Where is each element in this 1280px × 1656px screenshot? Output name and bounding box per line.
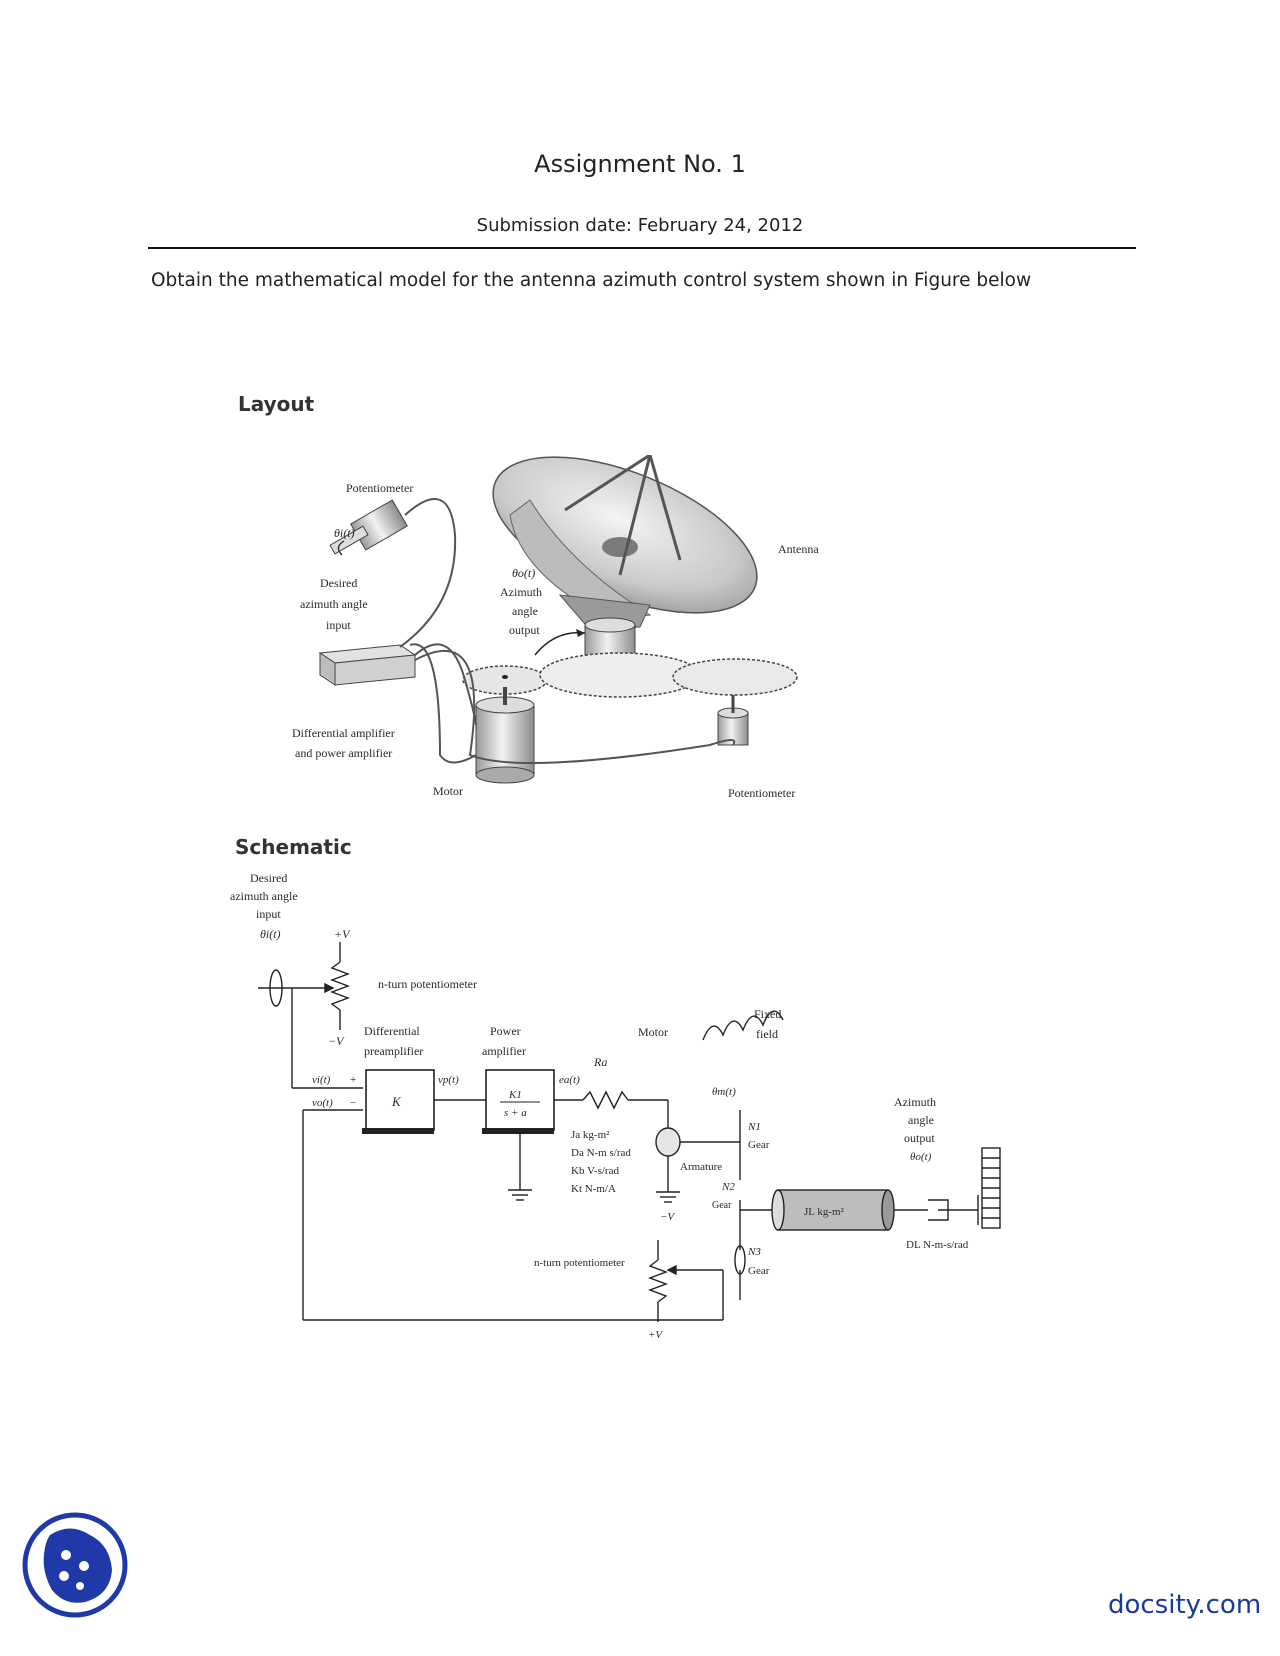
label-azimuth-2: angle — [512, 604, 538, 618]
question-text: Obtain the mathematical model for the an… — [151, 270, 1032, 291]
sch-minus-v-top: −V — [328, 1034, 345, 1048]
sch-npot-bottom: n-turn potentiometer — [534, 1257, 625, 1269]
sch-minus-v-mid: −V — [660, 1211, 675, 1223]
sch-theta-o: θo(t) — [910, 1151, 932, 1163]
sch-poweramp-1: Power — [490, 1024, 521, 1038]
schematic-heading: Schematic — [235, 835, 352, 859]
sch-desired-2: azimuth angle — [230, 889, 298, 903]
label-desired-3: input — [326, 618, 351, 632]
input-potentiometer — [329, 499, 408, 556]
label-desired-2: azimuth angle — [300, 597, 368, 611]
sch-desired-3: input — [256, 907, 281, 921]
sch-vi: vi(t) — [312, 1074, 331, 1086]
sch-n2: N2 — [721, 1181, 735, 1193]
sch-ja: Ja kg-m² — [571, 1129, 610, 1141]
sch-npot-top: n-turn potentiometer — [378, 977, 477, 991]
preamp-shadow — [362, 1128, 434, 1134]
brand-name[interactable]: docsity.com — [1108, 1590, 1262, 1620]
docsity-logo[interactable] — [20, 1510, 130, 1620]
label-theta-o: θo(t) — [512, 566, 535, 580]
sch-theta-m: θm(t) — [712, 1086, 736, 1098]
sch-diffpre-1: Differential — [364, 1024, 420, 1038]
sch-diffpre-2: preamplifier — [364, 1044, 423, 1058]
sch-gear2: Gear — [712, 1200, 732, 1211]
amplifier-box — [318, 644, 417, 686]
sch-gain-k: K — [391, 1094, 402, 1109]
sch-ea: ea(t) — [559, 1074, 580, 1086]
sch-plus-v-top: +V — [334, 927, 351, 941]
sch-az-out-1: Azimuth — [894, 1095, 936, 1109]
label-motor: Motor — [433, 784, 463, 798]
motor-body — [475, 687, 535, 784]
sch-n1: N1 — [747, 1121, 761, 1133]
page-title: Assignment No. 1 — [534, 150, 746, 178]
submission-date: Submission date: February 24, 2012 — [476, 215, 804, 236]
sch-az-out-3: output — [904, 1131, 935, 1145]
header-divider — [148, 247, 1136, 249]
sch-theta-i: θi(t) — [260, 927, 281, 941]
label-potentiometer-bottom: Potentiometer — [728, 786, 795, 800]
schematic-figure: Desired azimuth angle input θi(t) +V −V … — [230, 871, 1001, 1340]
label-antenna: Antenna — [778, 542, 819, 556]
sch-gear3: Gear — [748, 1265, 770, 1277]
sch-minus: − — [350, 1097, 356, 1109]
sch-vo: vo(t) — [312, 1097, 333, 1109]
sch-motor: Motor — [638, 1025, 668, 1039]
layout-figure: Potentiometer θi(t) Desired azimuth angl… — [292, 455, 819, 800]
sch-desired-1: Desired — [250, 871, 287, 885]
label-desired-1: Desired — [320, 576, 357, 590]
label-potentiometer-top: Potentiometer — [346, 481, 413, 495]
sch-k1: K1 — [508, 1089, 522, 1101]
sch-fixed-2: field — [756, 1027, 778, 1041]
label-amp-1: Differential amplifier — [292, 726, 395, 740]
sch-n3: N3 — [747, 1246, 761, 1258]
cables — [399, 498, 736, 764]
gear-train — [462, 629, 798, 698]
output-potentiometer — [717, 695, 749, 746]
sch-plus: + — [350, 1074, 356, 1086]
sch-dl: DL N-m-s/rad — [906, 1239, 969, 1251]
sch-az-out-2: angle — [908, 1113, 934, 1127]
sch-fixed-1: Fixed — [754, 1007, 781, 1021]
sch-ra: Ra — [593, 1055, 607, 1069]
sch-vp: vp(t) — [438, 1074, 459, 1086]
sch-da: Da N-m s/rad — [571, 1147, 631, 1159]
sch-jl: JL kg-m² — [804, 1206, 845, 1218]
sch-poweramp-2: amplifier — [482, 1044, 526, 1058]
sch-plus-v-bottom: +V — [648, 1329, 663, 1340]
poweramp-shadow — [482, 1128, 554, 1134]
label-theta-i: θi(t) — [334, 526, 355, 540]
sch-gear1: Gear — [748, 1139, 770, 1151]
sch-kt: Kt N-m/A — [571, 1183, 616, 1195]
label-amp-2: and power amplifier — [295, 746, 392, 760]
layout-heading: Layout — [238, 392, 315, 416]
sch-kb: Kb V-s/rad — [571, 1165, 619, 1177]
sch-s-plus-a: s + a — [504, 1107, 527, 1119]
sch-armature: Armature — [680, 1161, 722, 1173]
label-azimuth-3: output — [509, 623, 540, 637]
label-azimuth-1: Azimuth — [500, 585, 542, 599]
